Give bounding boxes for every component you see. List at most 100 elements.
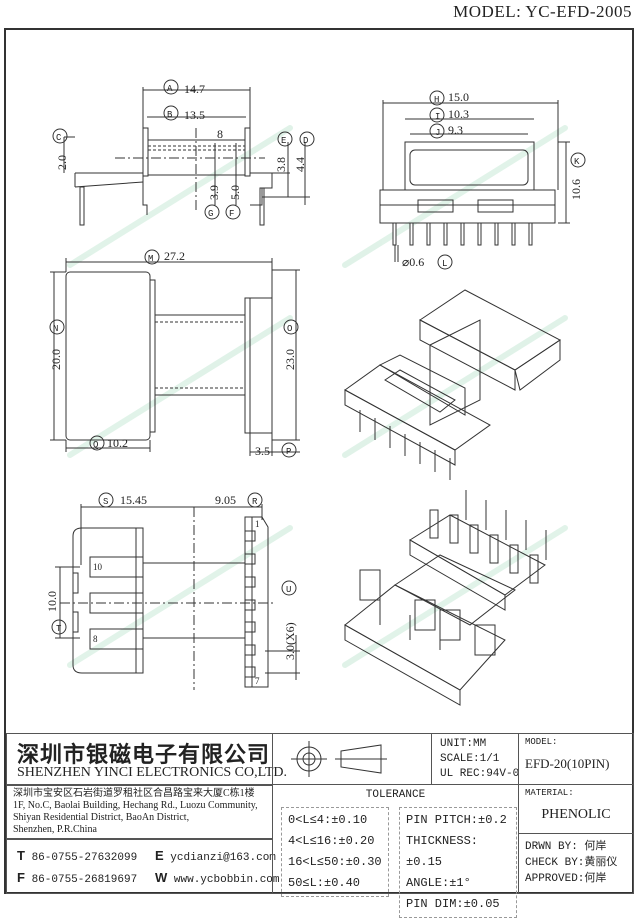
tolerance-length-list: 0<L≤4:±0.10 4<L≤16:±0.20 16<L≤50:±0.30 5… bbox=[281, 807, 389, 897]
tolerance-row: 4<L≤16:±0.20 bbox=[288, 834, 375, 848]
pin-7-label: 7 bbox=[255, 676, 260, 686]
watermark bbox=[67, 125, 568, 668]
material-cell: MATERIAL: PHENOLIC bbox=[518, 784, 634, 834]
address-line: Shiyan Residential District, BaoAn Distr… bbox=[13, 812, 190, 823]
model-title: MODEL: YC-EFD-2005 bbox=[453, 2, 632, 21]
watermark-band bbox=[342, 525, 568, 668]
ul-rec-text: UL REC:94V-0 bbox=[440, 768, 520, 780]
dim-t-value: 10.0 bbox=[45, 591, 59, 612]
fax-label: F bbox=[17, 870, 25, 885]
dim-label-s: S bbox=[103, 497, 108, 507]
dim-i-value: 10.3 bbox=[448, 107, 469, 121]
fax-number: 86-0755-26819697 bbox=[31, 874, 138, 886]
watermark-band bbox=[67, 315, 293, 458]
pin-10-label: 10 bbox=[93, 562, 103, 572]
address-cell: 深圳市宝安区石岩街道罗租社区合昌路宝来大厦C栋1楼 1F, No.C, Baol… bbox=[6, 785, 273, 839]
dim-k-value: 10.6 bbox=[569, 179, 583, 200]
address-line: 1F, No.C, Baolai Building, Hechang Rd., … bbox=[13, 800, 258, 811]
isometric-view-top bbox=[344, 289, 561, 480]
dim-label-m: M bbox=[148, 254, 153, 264]
website-label: W bbox=[155, 870, 168, 885]
email-label: E bbox=[155, 848, 164, 863]
dim-s-value: 15.45 bbox=[120, 493, 147, 507]
scale-text: SCALE:1/1 bbox=[440, 753, 500, 765]
dim-f-value: 5.0 bbox=[228, 185, 242, 200]
dim-label-r: R bbox=[252, 497, 258, 507]
dim-n-value: 20.0 bbox=[49, 349, 63, 370]
watermark-band bbox=[67, 125, 293, 268]
unit-cell: UNIT:MM SCALE:1/1 UL REC:94V-0 bbox=[431, 733, 519, 785]
contact-cell: T 86-0755-27632099 F 86-0755-26819697 E … bbox=[6, 839, 280, 894]
watermark-band bbox=[342, 315, 568, 458]
dim-label-j: J bbox=[435, 128, 440, 138]
tolerance-row: PIN PITCH:±0.2 bbox=[406, 813, 507, 827]
tolerance-row: ANGLE:±1° bbox=[406, 876, 471, 890]
tolerance-row: PIN DIM:±0.05 bbox=[406, 897, 500, 911]
dim-label-u: U bbox=[286, 585, 291, 595]
dim-a-value: 14.7 bbox=[184, 82, 205, 96]
website-url: www.ycbobbin.com bbox=[173, 874, 280, 886]
dim-label-n: N bbox=[53, 324, 58, 334]
dim-label-e: E bbox=[281, 136, 286, 146]
tolerance-row: THICKNESS:±0.15 bbox=[406, 834, 479, 869]
approval-cell: DRWN BY: 何岸 CHECK BY:黄丽仪 APPROVED:何岸 bbox=[518, 833, 634, 894]
dim-label-b: B bbox=[167, 110, 173, 120]
dim-r-value: 9.05 bbox=[215, 493, 236, 507]
dim-g-value: 3.9 bbox=[207, 185, 221, 200]
dim-label-k: K bbox=[574, 157, 580, 167]
dim-j-value: 9.3 bbox=[448, 123, 463, 137]
dim-h-value: 15.0 bbox=[448, 90, 469, 104]
dim-u-value: 3.0(X6) bbox=[283, 622, 297, 660]
company-cell: 深圳市银磁电子有限公司 SHENZHEN YINCI ELECTRONICS C… bbox=[6, 733, 287, 785]
drawn-by: DRWN BY: 何岸 bbox=[525, 841, 607, 853]
dim-label-h: H bbox=[434, 95, 439, 105]
front-view: H 15.0 I 10.3 J 9.3 K 10.6 ⌀0.6 L bbox=[379, 90, 586, 270]
dim-8-value: 8 bbox=[217, 127, 223, 141]
dim-label-o: O bbox=[287, 324, 292, 334]
dim-label-l: L bbox=[442, 259, 447, 269]
bottom-view: S 15.45 9.05 R T 10.0 U 3.0(X6) 1 7 10 8 bbox=[45, 492, 300, 690]
first-angle-projection-icon bbox=[291, 741, 387, 777]
model-value: EFD-20(10PIN) bbox=[525, 756, 610, 771]
dim-label-t: T bbox=[56, 624, 62, 634]
dim-label-c: C bbox=[56, 133, 62, 143]
dim-label-f: F bbox=[229, 209, 234, 219]
tolerance-misc-list: PIN PITCH:±0.2 THICKNESS:±0.15 ANGLE:±1°… bbox=[399, 807, 517, 918]
dim-o-value: 23.0 bbox=[283, 349, 297, 370]
checked-by: CHECK BY:黄丽仪 bbox=[525, 857, 618, 869]
address-line: 深圳市宝安区石岩街道罗租社区合昌路宝来大厦C栋1楼 bbox=[13, 788, 255, 799]
unit-text: UNIT:MM bbox=[440, 738, 487, 750]
phone-label: T bbox=[17, 848, 25, 863]
tolerance-title: TOLERANCE bbox=[365, 789, 426, 801]
watermark-band bbox=[342, 125, 568, 268]
dim-label-d: D bbox=[303, 136, 308, 146]
address-line: Shenzhen, P.R.China bbox=[13, 824, 97, 835]
dim-l-value: ⌀0.6 bbox=[402, 255, 424, 269]
dim-label-q: Q bbox=[93, 440, 98, 450]
material-value: PHENOLIC bbox=[541, 807, 611, 822]
pin-1-label: 1 bbox=[255, 519, 260, 529]
dim-b-value: 13.5 bbox=[184, 108, 205, 122]
company-name-en: SHENZHEN YINCI ELECTRONICS CO,LTD. bbox=[17, 765, 288, 780]
dim-e-value: 3.8 bbox=[274, 157, 288, 172]
dim-q-value: 10.2 bbox=[107, 436, 128, 450]
dim-d-value: 4.4 bbox=[293, 157, 307, 172]
tolerance-row: 50≤L:±0.40 bbox=[288, 876, 361, 890]
dim-label-p: P bbox=[286, 447, 291, 457]
top-view: M 27.2 N 20.0 O 23.0 Q 10.2 3.5 P bbox=[49, 249, 300, 458]
side-view: A 14.7 B 13.5 C 2.0 8 E 3.8 D 4.4 3.9 5.… bbox=[52, 79, 315, 226]
pin-8-label: 8 bbox=[93, 634, 98, 644]
watermark-band bbox=[67, 525, 293, 668]
tolerance-cell: TOLERANCE 0<L≤4:±0.10 4<L≤16:±0.20 16<L≤… bbox=[272, 784, 519, 918]
phone-number: 86-0755-27632099 bbox=[31, 852, 138, 864]
approved-by: APPROVED:何岸 bbox=[525, 873, 607, 885]
material-label: MATERIAL: bbox=[525, 788, 574, 798]
tolerance-row: 16<L≤50:±0.30 bbox=[288, 855, 382, 869]
tolerance-row: 0<L≤4:±0.10 bbox=[288, 813, 368, 827]
projection-symbol-cell bbox=[272, 733, 432, 785]
dim-c-value: 2.0 bbox=[55, 155, 69, 170]
dim-label-a: A bbox=[167, 84, 173, 94]
isometric-view-bottom bbox=[344, 490, 547, 706]
dim-m-value: 27.2 bbox=[164, 249, 185, 263]
